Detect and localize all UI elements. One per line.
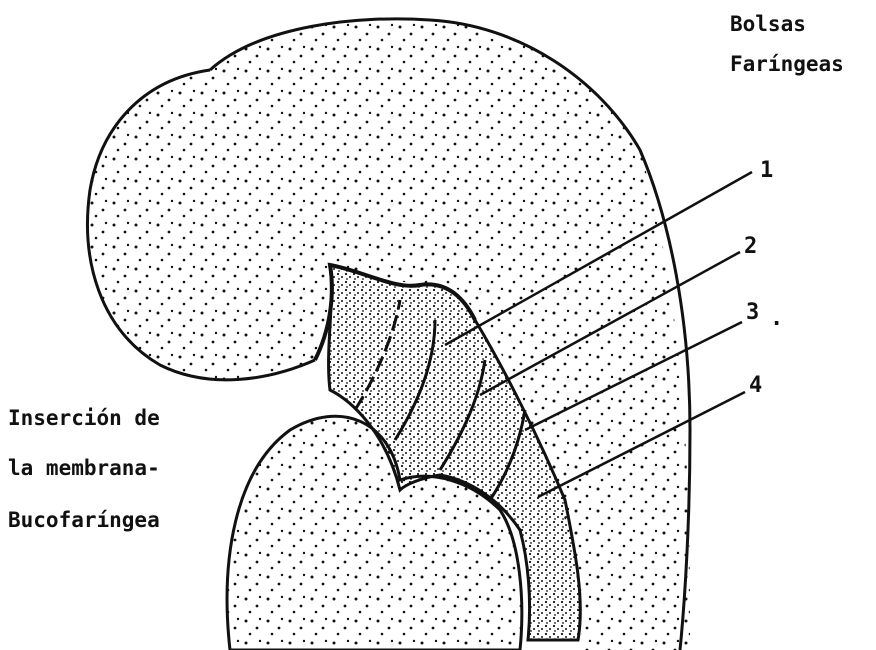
pouch-number-3: 3 — [746, 302, 759, 324]
pouch-number-1: 1 — [760, 160, 773, 182]
left-label-line-2: la membrana- — [8, 458, 160, 479]
pouch-number-2: 2 — [744, 236, 757, 258]
title-line-2: Faríngeas — [730, 54, 844, 75]
stray-mark: . — [770, 308, 783, 330]
left-label-line-1: Inserción de — [8, 408, 160, 429]
left-label-line-3: Bucofaríngea — [8, 510, 160, 531]
pouch-number-4: 4 — [749, 375, 762, 397]
title-line-1: Bolsas — [730, 14, 806, 35]
